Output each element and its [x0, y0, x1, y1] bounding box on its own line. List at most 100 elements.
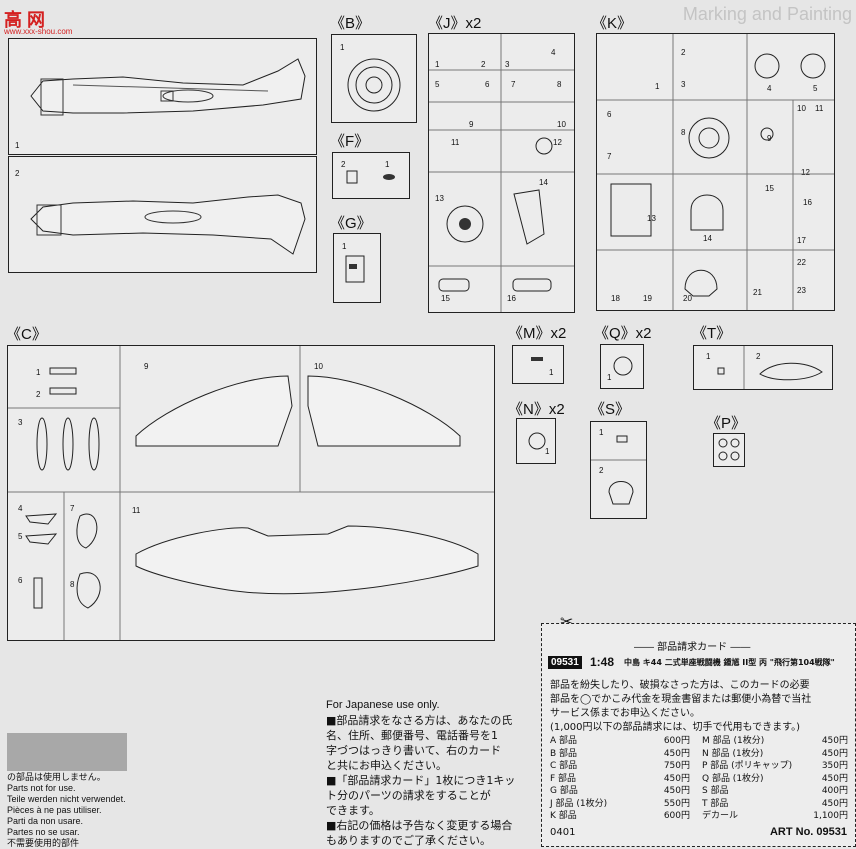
part-number: 1: [599, 428, 604, 437]
sprue-m: 1: [512, 345, 564, 384]
sprue-s: 1 2: [590, 421, 647, 519]
japanese-use-line: ■部品請求をなさる方は、あなたの氏: [326, 714, 513, 727]
price-value: 450円: [663, 773, 690, 784]
sprue-j: 1 2 3 4 5 6 7 8 9 10 11 12 13 14 15 16: [428, 33, 575, 313]
watermark-url: www.xxx-shou.com: [4, 27, 73, 36]
part-number: 6: [485, 80, 490, 89]
part-number: 1: [36, 368, 41, 377]
part-number: 1: [549, 368, 554, 377]
group-label-j: 《J》x2: [428, 15, 482, 32]
part-number: 14: [539, 178, 548, 187]
part-number: 7: [607, 152, 612, 161]
fuselage-left-drawing: [30, 58, 306, 116]
sprue-k: 1 2 3 4 5 6 7 8 9 10 11 12 13 14 15 16 1…: [596, 33, 835, 311]
japanese-use-line: と共にお申込ください。: [326, 759, 447, 772]
part-number: 8: [557, 80, 562, 89]
part-number: 17: [797, 236, 806, 245]
unused-note-line: Pièces à ne pas utiliser.: [7, 805, 102, 815]
part-number: 1: [385, 160, 390, 169]
sprue-n: 1: [516, 418, 556, 464]
part-number: 1: [545, 447, 550, 456]
price-value: 450円: [663, 786, 690, 796]
part-number: 3: [681, 80, 686, 89]
japanese-use-line: もありますのでご了承ください。: [326, 834, 491, 847]
part-number: 9: [144, 362, 149, 371]
sprue-c: 1 2 3 4 5 6 7 8 9 10 11: [7, 345, 495, 641]
small-parts-drawing: [346, 170, 395, 184]
fuselage-panel-2: 2: [8, 156, 317, 273]
part-number: 2: [756, 352, 761, 361]
part-number: 7: [70, 504, 75, 513]
part-number: 9: [767, 134, 772, 143]
card-scale: 1:48: [590, 655, 615, 669]
polycap-drawing: [718, 438, 740, 461]
group-label-k: 《K》: [592, 15, 633, 32]
part-number: 16: [803, 198, 812, 207]
part-number: 10: [314, 362, 323, 371]
group-label-f: 《F》: [330, 133, 370, 150]
price-value: 600円: [663, 736, 690, 746]
q-part-drawing: [613, 356, 633, 376]
japanese-use-heading: For Japanese use only.: [326, 699, 440, 711]
price-row: G 部品 450円: [550, 785, 690, 798]
sprue-q: 1: [600, 344, 644, 389]
s-parts-drawing: [591, 435, 646, 505]
unused-note-line: Teile werden nicht verwendet.: [7, 794, 126, 804]
group-label-c: 《C》: [6, 326, 47, 343]
part-number: 12: [801, 168, 810, 177]
part-number: 5: [18, 532, 23, 541]
price-part: J 部品 (1枚分): [550, 798, 608, 809]
price-part: N 部品 (1枚分): [702, 748, 764, 759]
japanese-use-line: ■「部品請求カード」1枚につき1キッ: [326, 774, 516, 787]
wing-parts-drawing: [8, 346, 494, 640]
sprue-p: [713, 433, 745, 467]
part-number: 11: [815, 104, 824, 113]
group-label-n: 《N》x2: [508, 401, 565, 418]
part-number: 14: [703, 234, 712, 243]
price-value: 600円: [663, 811, 690, 821]
price-part: B 部品: [550, 748, 578, 759]
price-value: 550円: [663, 798, 690, 809]
price-part: M 部品 (1枚分): [702, 736, 765, 746]
japanese-use-line: 名、住所、郵便番号、電話番号を1: [326, 729, 498, 742]
japanese-use-block: For Japanese use only. ■部品請求をなさる方は、あなたの氏…: [326, 698, 536, 848]
part-number: 1: [655, 82, 660, 91]
part-number: 1: [607, 373, 612, 382]
price-value: 750円: [663, 761, 690, 771]
unused-parts-swatch: [7, 733, 127, 771]
group-label-p: 《P》: [706, 415, 747, 432]
price-part: C 部品: [550, 761, 578, 771]
parts-request-card: ―― 部品請求カード ―― 09531 1:48 中島 キ44 二式単座戦闘機 …: [541, 623, 856, 847]
part-number: 1: [340, 43, 345, 52]
part-number: 1: [15, 141, 20, 150]
part-number: 8: [681, 128, 686, 137]
card-art-number: ART No. 09531: [769, 826, 847, 838]
part-number: 18: [611, 294, 620, 303]
part-number: 1: [706, 352, 711, 361]
part-number: 16: [507, 294, 516, 303]
part-number: 2: [599, 466, 604, 475]
price-row: C 部品 750円: [550, 760, 690, 773]
japanese-use-line: 字づつはっきり書いて、右のカード: [326, 744, 502, 757]
price-row: N 部品 (1枚分)450円: [702, 748, 848, 761]
price-row: J 部品 (1枚分) 550円: [550, 798, 690, 811]
price-part: G 部品: [550, 786, 578, 796]
part-number: 8: [70, 580, 75, 589]
part-number: 15: [765, 184, 774, 193]
unused-note-line: の部品は使用しません。: [7, 772, 106, 782]
part-number: 10: [557, 120, 566, 129]
card-code-badge: 09531: [548, 656, 582, 669]
price-value: 450円: [821, 798, 848, 809]
price-row: F 部品 450円: [550, 773, 690, 786]
m-part-drawing: [531, 357, 543, 361]
part-number: 20: [683, 294, 692, 303]
fuselage-panel-1: 1: [8, 38, 317, 155]
unused-parts-note: の部品は使用しません。 Parts not for use. Teile wer…: [7, 772, 126, 849]
price-part: F 部品: [550, 773, 577, 784]
sprue-g: 1: [333, 233, 381, 303]
group-label-t: 《T》: [692, 325, 732, 342]
part-number: 11: [451, 138, 460, 147]
g-part-drawing: [345, 255, 365, 283]
